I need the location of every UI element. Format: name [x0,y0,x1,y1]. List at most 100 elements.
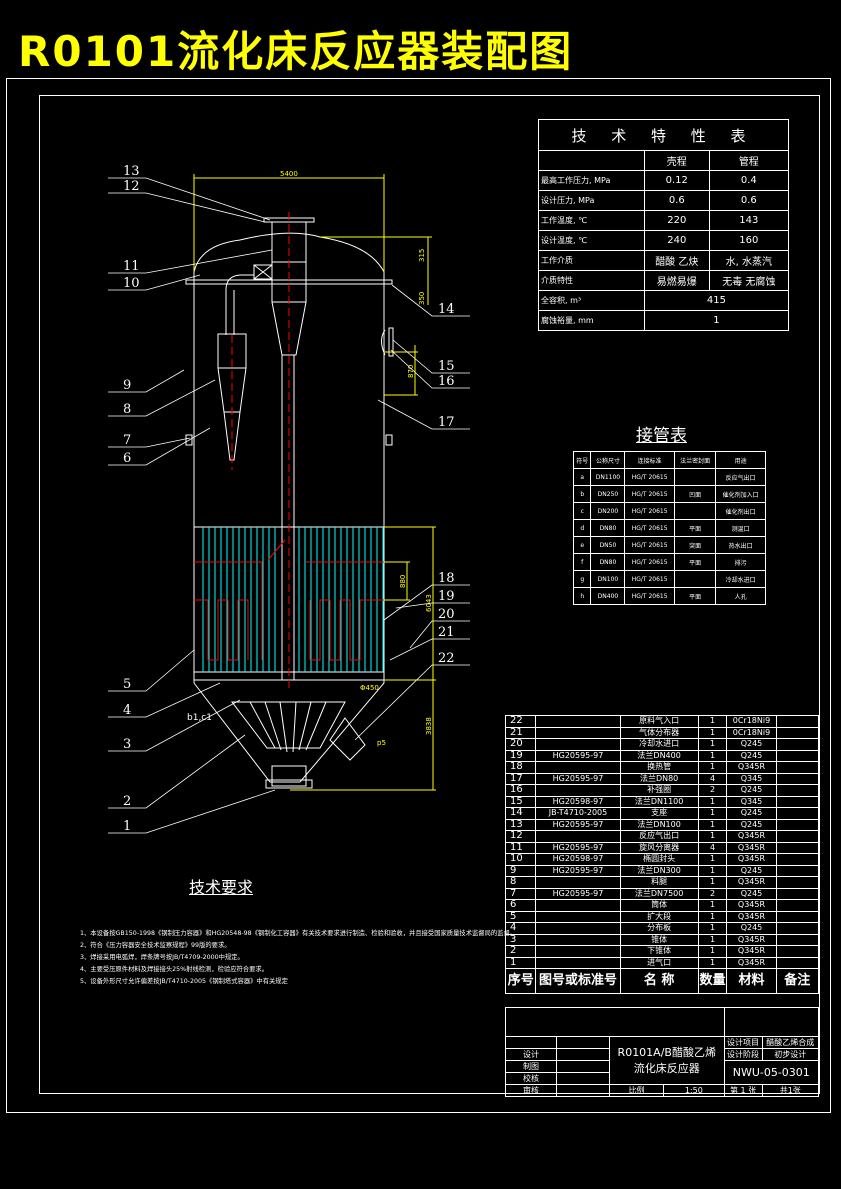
nozzle-cell: HG/T 20615 [624,502,675,520]
bom-no: 6 [504,899,537,912]
nozzle-cell: b [572,485,592,503]
nozzle-cell: DN80 [590,553,626,571]
bom-qty: 1 [697,956,728,969]
dim-cone-height: 3838 [425,717,433,735]
callout-number: 14 [438,302,455,317]
bom-std [535,761,621,774]
nozzle-cell: 测温口 [715,519,766,537]
nozzle-cell: DN100 [590,570,626,588]
callout-leader [108,274,201,291]
tech-cell: 水, 水蒸汽 [708,250,790,271]
drawing-name-line2: 流化床反应器 [633,1061,700,1075]
cyclone-cone [271,301,307,356]
bom-qty: 4 [697,772,728,785]
bom-header: 名 称 [619,968,699,994]
nozzle-cell: e [572,536,592,554]
bom-std: JB-T4710-2005 [535,807,621,820]
nozzle-cell: g [572,570,592,588]
bom-name: 换热管 [619,761,699,774]
tech-cell: 最高工作压力, MPa [538,170,645,191]
nozzle-cell [673,570,717,588]
bom-mat: Q245 [726,864,777,877]
tech-cell: 160 [708,230,790,251]
bom-note [775,887,820,900]
callout-number: 12 [123,179,140,194]
nozzle-header: 用途 [715,451,766,469]
callout-leader [395,602,470,609]
tech-cell: 醋酸 乙炔 [643,250,710,271]
callout-leader [354,664,470,741]
tech-cell: 设计压力, MPa [538,190,645,211]
bom-qty: 1 [697,899,728,912]
approver-label: 审核 [505,1084,557,1097]
callout-leader [108,427,211,466]
bom-note [775,784,820,797]
callout-number: 16 [438,374,455,389]
bom-mat: Q245 [726,922,777,935]
callout-number: 7 [123,433,131,448]
callout-number: 3 [123,737,131,752]
bom-mat: Q245 [726,887,777,900]
drafter-label: 制图 [505,1060,557,1073]
sheet-total: 共1张 [761,1084,820,1097]
callout-leader [108,699,241,752]
bom-note [775,841,820,854]
nozzle-cell: DN1100 [590,468,626,486]
bom-std [535,784,621,797]
bom-mat: Q245 [726,738,777,751]
drawing-number: NWU-05-0301 [723,1060,820,1085]
bom-mat: Q345R [726,945,777,958]
bom-mat: Q245 [726,784,777,797]
tech-cell: 240 [643,230,710,251]
nozzle-cell: DN200 [590,502,626,520]
bom-name: 法兰DN300 [619,864,699,877]
nozzle-table-title: 接管表 [636,426,687,446]
requirement-item: 2、符合《压力容器安全技术监察规程》99版的要求。 [80,942,231,949]
bottom-flange [265,779,313,789]
bom-note [775,818,820,831]
dim-nozzle15: 870 [407,365,415,378]
bom-name: 下锥体 [619,945,699,958]
bom-header: 图号或标准号 [535,968,621,994]
bom-note [775,956,820,969]
bom-std: HG20595-97 [535,841,621,854]
bom-no: 8 [504,876,537,889]
bom-name: 料腿 [619,876,699,889]
bom-name: 法兰DN100 [619,818,699,831]
requirement-item: 5、设备外形尺寸允许偏差按JB/T4710-2005《钢制塔式容器》中有关规定 [80,978,288,985]
bom-qty: 1 [697,807,728,820]
bom-std [535,933,621,946]
tech-col-header [538,150,645,171]
callout-leader [108,369,185,393]
nozzle-label-b1c1: b1,c1 [187,713,212,723]
bom-qty: 2 [697,887,728,900]
bom-no: 14 [504,807,537,820]
nozzle-label-p5: p5 [377,739,386,747]
bom-mat: Q245 [726,807,777,820]
bom-note [775,715,820,728]
design-stage-value: 初步设计 [761,1048,820,1061]
nozzle-cell [673,502,717,520]
tech-table-title: 技 术 特 性 表 [538,119,789,151]
bom-std [535,726,621,739]
dim-head-a: 315 [418,249,426,262]
coil-left [194,599,249,661]
dim-bottom-dia: Φ450 [360,684,379,692]
callout-number: 9 [123,378,131,393]
tech-cell: 1 [643,310,790,331]
bom-note [775,899,820,912]
bom-name: 法兰DN7500 [619,887,699,900]
bom-name: 法兰DN1100 [619,795,699,808]
nozzle-cell: 冷却水进口 [715,570,766,588]
bom-no: 9 [504,864,537,877]
